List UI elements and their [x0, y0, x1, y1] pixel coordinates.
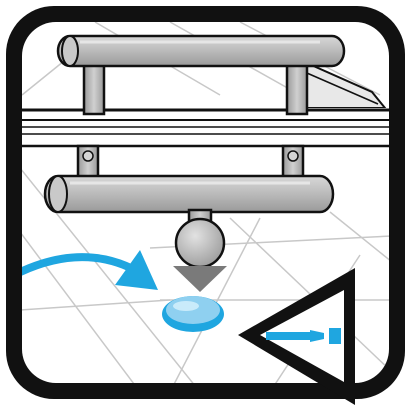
- triangle-callout: [238, 268, 355, 405]
- down-arrow-icon: [173, 266, 227, 292]
- curved-arrow-icon: [22, 250, 158, 290]
- lower-handle-bar: [43, 174, 335, 214]
- lower-handle-posts: [76, 144, 305, 184]
- drawer-edge: [22, 108, 389, 148]
- injector-icon: [266, 328, 341, 344]
- clear-bumper: [162, 296, 224, 332]
- upper-handle-posts: [82, 60, 309, 116]
- round-knob: [174, 217, 226, 269]
- upper-handle-bar: [56, 34, 346, 68]
